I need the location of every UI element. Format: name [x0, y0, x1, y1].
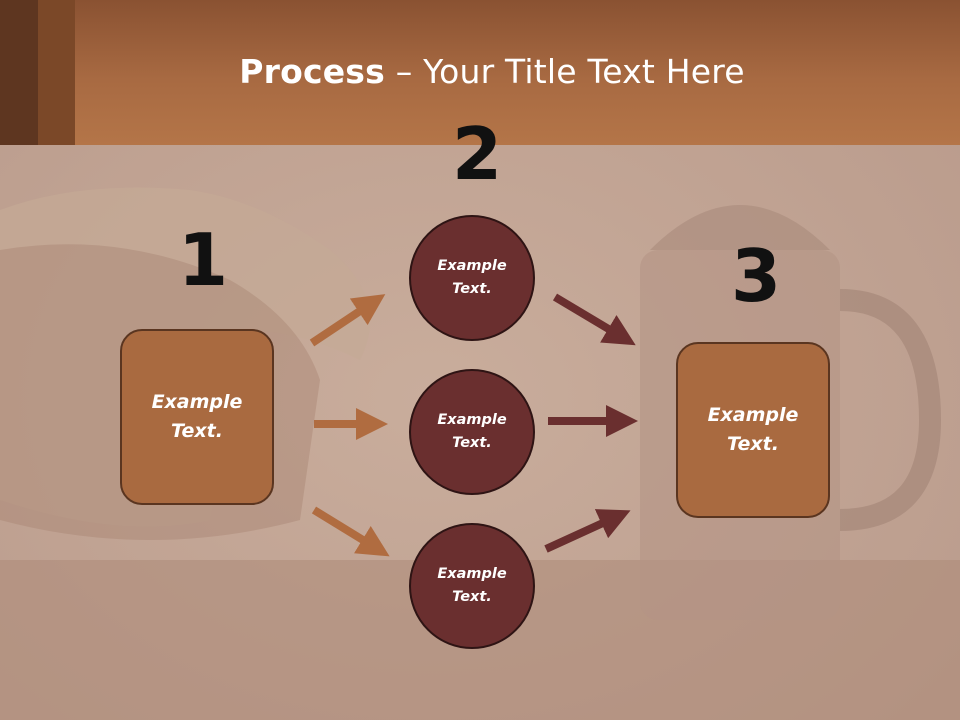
circle-middle-text: Example Text.: [437, 412, 507, 451]
circle-bottom-text: Example Text.: [437, 566, 507, 605]
left-step-text: Example Text.: [151, 391, 243, 442]
circle-bottom: Example Text.: [409, 523, 535, 649]
circle-top-text: Example Text.: [437, 258, 507, 297]
step-number-2: 2: [452, 112, 503, 196]
left-step-box: Example Text.: [120, 329, 274, 505]
slide-title: Process – Your Title Text Here: [0, 52, 960, 91]
title-bold: Process: [239, 52, 385, 91]
right-step-text: Example Text.: [707, 404, 799, 455]
right-step-box: Example Text.: [676, 342, 830, 518]
step-number-3: 3: [731, 234, 782, 318]
title-dash: –: [395, 52, 413, 91]
header-accent-tab: [0, 0, 75, 145]
step-number-1: 1: [178, 218, 229, 302]
header-band: [0, 0, 960, 145]
circle-top: Example Text.: [409, 215, 535, 341]
title-rest: Your Title Text Here: [423, 52, 745, 91]
circle-middle: Example Text.: [409, 369, 535, 495]
